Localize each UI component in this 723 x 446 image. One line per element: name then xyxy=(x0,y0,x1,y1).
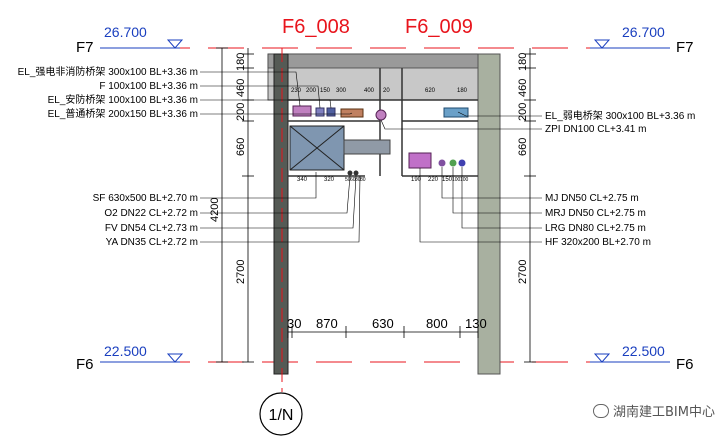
wechat-icon xyxy=(593,404,610,418)
label-el-security: EL_安防桥架 100x100 BL+3.36 m xyxy=(48,93,198,106)
left-dim-3: 200 xyxy=(235,103,247,121)
pipe-small-1 xyxy=(347,170,353,176)
left-labels: EL_强电非消防桥架 300x100 BL+3.36 m F 100x100 B… xyxy=(18,65,198,248)
mid-dim-right-2: 220 xyxy=(428,177,439,183)
level-name-left-top: F7 xyxy=(76,39,94,56)
mid-dim-right-3: 150 xyxy=(442,177,453,183)
label-ya: YA DN35 CL+2.72 m xyxy=(106,237,198,248)
level-elev-right-bottom: 22.500 xyxy=(622,343,665,359)
pipe-mrj xyxy=(449,159,457,167)
left-dim-1: 180 xyxy=(235,53,247,71)
level-elev-left-bottom: 22.500 xyxy=(104,343,147,359)
left-dim-6: 2700 xyxy=(235,260,247,284)
label-lrg: LRG DN80 CL+2.75 m xyxy=(545,223,646,234)
section-title-right: F6_009 xyxy=(405,16,473,38)
mid-dim-right-4: 100 xyxy=(452,177,461,183)
top-small-dim-2: 200 xyxy=(306,88,317,94)
level-name-right-top: F7 xyxy=(676,39,694,56)
mid-small-dims: 340 320 50 60 80 80 190 220 150 100 100 xyxy=(297,177,469,183)
right-dim-chain xyxy=(524,48,536,363)
label-fv: FV DN54 CL+2.73 m xyxy=(105,223,198,234)
wall-right xyxy=(477,53,501,375)
watermark: 湖南建工BIM中心 xyxy=(593,401,715,420)
level-marker-right-top xyxy=(593,39,611,49)
top-small-dim-4: 300 xyxy=(336,88,347,94)
level-top: F7 26.700 F7 26.700 xyxy=(76,24,694,56)
watermark-text: 湖南建工BIM中心 xyxy=(613,405,715,420)
label-f: F 100x100 BL+3.36 m xyxy=(99,81,198,92)
right-labels: EL_弱电桥架 300x100 BL+3.36 m ZPI DN100 CL+3… xyxy=(545,109,695,248)
pipe-small-2 xyxy=(353,170,359,176)
top-small-dim-5: 400 xyxy=(364,88,375,94)
right-dim-2: 460 xyxy=(517,79,529,97)
level-elev-right-top: 26.700 xyxy=(622,24,665,40)
label-zpi: ZPI DN100 CL+3.41 m xyxy=(545,124,646,135)
bottom-dim-4: 800 xyxy=(426,316,448,331)
leaders-right xyxy=(380,111,542,243)
level-marker-right-bottom xyxy=(593,353,611,363)
mid-dim-left-4: 60 xyxy=(350,177,356,183)
section-title-left: F6_008 xyxy=(282,16,350,38)
label-mj: MJ DN50 CL+2.75 m xyxy=(545,193,639,204)
axis-bubble xyxy=(259,392,303,436)
right-dim-1: 180 xyxy=(517,53,529,71)
label-sf: SF 630x500 BL+2.70 m xyxy=(93,193,198,204)
pipe-lrg xyxy=(458,159,466,167)
cable-tray-weak xyxy=(443,107,469,118)
level-marker-left-bottom xyxy=(166,353,184,363)
zpi-pipe xyxy=(375,109,387,121)
left-dim-4: 660 xyxy=(235,138,247,156)
mid-dim-left-2: 320 xyxy=(324,177,335,183)
leaders-left xyxy=(200,71,361,243)
pipe-mj xyxy=(438,159,446,167)
mid-dim-left-3: 50 xyxy=(345,177,351,183)
axis-bubble-label: 1/N xyxy=(269,407,294,424)
label-el-weak: EL_弱电桥架 300x100 BL+3.36 m xyxy=(545,109,695,122)
wall-left xyxy=(273,53,289,375)
top-small-dim-7: 620 xyxy=(425,88,436,94)
support-frames xyxy=(288,68,478,177)
left-dim-5: 4200 xyxy=(209,198,221,222)
left-dim-2: 460 xyxy=(235,79,247,97)
right-dim-5: 2700 xyxy=(517,260,529,284)
right-dim-4: 660 xyxy=(517,138,529,156)
mid-dim-right-1: 190 xyxy=(411,177,422,183)
right-dim-3: 200 xyxy=(517,103,529,121)
label-hf: HF 320x200 BL+2.70 m xyxy=(545,237,651,248)
label-o2: O2 DN22 CL+2.72 m xyxy=(104,208,198,219)
top-small-dim-1: 230 xyxy=(291,88,302,94)
bottom-dim-chain xyxy=(287,326,479,338)
top-small-dim-3: 150 xyxy=(320,88,331,94)
level-name-left-bottom: F6 xyxy=(76,356,94,373)
label-mrj: MRJ DN50 CL+2.75 m xyxy=(545,208,646,219)
top-small-dim-8: 180 xyxy=(457,88,468,94)
duct-extension xyxy=(343,139,391,155)
level-elev-left-top: 26.700 xyxy=(104,24,147,40)
top-small-dims: 230 200 150 300 400 20 620 180 xyxy=(291,88,468,94)
cable-tray-security xyxy=(326,107,336,117)
beam-top xyxy=(267,53,501,69)
level-bottom: F6 22.500 F6 22.500 xyxy=(76,343,694,373)
bottom-dim-3: 630 xyxy=(372,316,394,331)
label-el-general: EL_普通桥架 200x150 BL+3.36 m xyxy=(48,107,198,120)
bottom-dim-1: 30 xyxy=(287,316,301,331)
mid-dim-left-5: 80 xyxy=(355,177,361,183)
cable-tray-fire xyxy=(315,107,325,117)
level-name-right-bottom: F6 xyxy=(676,356,694,373)
bottom-dim-5: 130 xyxy=(465,316,487,331)
mid-dim-left-1: 340 xyxy=(297,177,308,183)
cable-tray-strong xyxy=(292,105,312,117)
level-marker-left-top xyxy=(166,39,184,49)
label-el-strong: EL_强电非消防桥架 300x100 BL+3.36 m xyxy=(18,65,198,78)
mid-dim-right-5: 100 xyxy=(460,177,469,183)
duct-hf xyxy=(408,152,432,169)
mid-dim-left-6: 80 xyxy=(360,177,366,183)
bottom-dim-2: 870 xyxy=(316,316,338,331)
top-small-dim-6: 20 xyxy=(383,88,390,94)
